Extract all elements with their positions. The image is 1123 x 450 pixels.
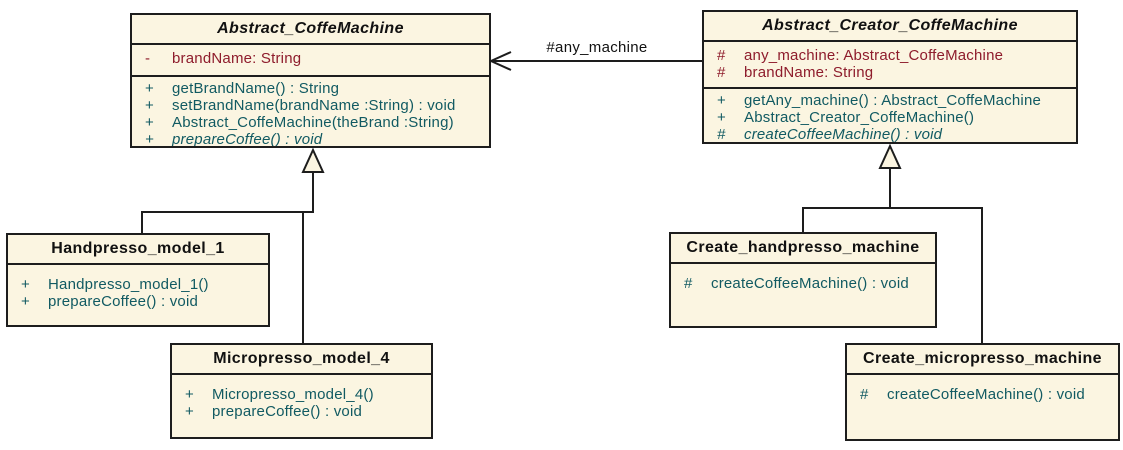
visibility-symbol: # [717, 47, 726, 64]
visibility-symbol: + [185, 403, 194, 420]
operations-compartment: + Handpresso_model_1() + prepareCoffee()… [8, 265, 268, 325]
operation-text: createCoffeeMachine() : void [744, 126, 943, 142]
visibility-symbol: + [21, 293, 30, 310]
operation-text: prepareCoffee() : void [172, 131, 323, 146]
operation-text: Micropresso_model_4() [212, 386, 374, 403]
association-arrowhead-icon [488, 51, 512, 71]
operation-text: Abstract_Creator_CoffeMachine() [744, 109, 975, 126]
generalization-create-micropresso-line[interactable] [890, 207, 983, 343]
visibility-symbol: + [145, 80, 154, 97]
operation-row: + prepareCoffee() : void [132, 131, 489, 146]
inheritance-triangle-abstract-creator-icon [878, 143, 902, 169]
attribute-row: - brandName: String [132, 50, 489, 67]
attribute-text: brandName: String [744, 64, 874, 81]
visibility-symbol: + [21, 276, 30, 293]
class-create-micropresso-machine[interactable]: Create_micropresso_machine # createCoffe… [845, 343, 1120, 441]
operation-row: # createCoffeeMachine() : void [847, 386, 1118, 403]
class-create-handpresso-machine[interactable]: Create_handpresso_machine # createCoffee… [669, 232, 937, 328]
attribute-text: any_machine: Abstract_CoffeMachine [744, 47, 1004, 64]
operation-row: + Abstract_Creator_CoffeMachine() [704, 109, 1076, 126]
operation-text: prepareCoffee() : void [212, 403, 363, 420]
visibility-symbol: + [145, 97, 154, 114]
visibility-symbol: # [684, 275, 693, 292]
operation-row: + getAny_machine() : Abstract_CoffeMachi… [704, 92, 1076, 109]
association-label[interactable]: #any_machine [546, 39, 648, 56]
class-title: Handpresso_model_1 [8, 235, 268, 265]
class-title: Micropresso_model_4 [172, 345, 431, 375]
attribute-row: # any_machine: Abstract_CoffeMachine [704, 47, 1076, 64]
visibility-symbol: + [185, 386, 194, 403]
operation-text: prepareCoffee() : void [48, 293, 199, 310]
operation-row: # createCoffeeMachine() : void [704, 126, 1076, 142]
generalization-handpresso-line[interactable] [141, 172, 314, 233]
visibility-symbol: # [860, 386, 869, 403]
generalization-create-handpresso-line[interactable] [802, 168, 891, 232]
class-abstract-coffemachine[interactable]: Abstract_CoffeMachine - brandName: Strin… [130, 13, 491, 148]
operation-text: Abstract_CoffeMachine(theBrand :String) [172, 114, 454, 131]
operations-compartment: + Micropresso_model_4() + prepareCoffee(… [172, 375, 431, 437]
operation-text: Handpresso_model_1() [48, 276, 209, 293]
class-abstract-creator-coffemachine[interactable]: Abstract_Creator_CoffeMachine # any_mach… [702, 10, 1078, 144]
class-title: Create_micropresso_machine [847, 345, 1118, 375]
operation-row: + Abstract_CoffeMachine(theBrand :String… [132, 114, 489, 131]
operations-compartment: + getAny_machine() : Abstract_CoffeMachi… [704, 89, 1076, 142]
visibility-symbol: - [145, 50, 151, 67]
operation-row: + prepareCoffee() : void [8, 293, 268, 310]
operation-row: + Micropresso_model_4() [172, 386, 431, 403]
operation-text: getAny_machine() : Abstract_CoffeMachine [744, 92, 1042, 109]
operations-compartment: + getBrandName() : String + setBrandName… [132, 77, 489, 146]
operations-compartment: # createCoffeeMachine() : void [671, 264, 935, 326]
operation-text: setBrandName(brandName :String) : void [172, 97, 456, 114]
operation-row: + getBrandName() : String [132, 80, 489, 97]
attributes-compartment: # any_machine: Abstract_CoffeMachine # b… [704, 42, 1076, 89]
class-handpresso-model-1[interactable]: Handpresso_model_1 + Handpresso_model_1(… [6, 233, 270, 327]
inheritance-triangle-abstract-coffemachine-icon [301, 147, 325, 173]
visibility-symbol: + [717, 109, 726, 126]
operations-compartment: # createCoffeeMachine() : void [847, 375, 1118, 439]
visibility-symbol: + [717, 92, 726, 109]
operation-row: + Handpresso_model_1() [8, 276, 268, 293]
operation-text: createCoffeeMachine() : void [711, 275, 909, 292]
visibility-symbol: + [145, 131, 154, 146]
operation-row: + prepareCoffee() : void [172, 403, 431, 420]
visibility-symbol: # [717, 126, 726, 142]
operation-text: getBrandName() : String [172, 80, 340, 97]
class-title: Abstract_CoffeMachine [132, 15, 489, 45]
attribute-row: # brandName: String [704, 64, 1076, 81]
class-micropresso-model-4[interactable]: Micropresso_model_4 + Micropresso_model_… [170, 343, 433, 439]
operation-text: createCoffeeMachine() : void [887, 386, 1085, 403]
operation-row: # createCoffeeMachine() : void [671, 275, 935, 292]
attribute-text: brandName: String [172, 50, 302, 67]
visibility-symbol: + [145, 114, 154, 131]
attributes-compartment: - brandName: String [132, 45, 489, 77]
class-title: Create_handpresso_machine [671, 234, 935, 264]
operation-row: + setBrandName(brandName :String) : void [132, 97, 489, 114]
class-title: Abstract_Creator_CoffeMachine [704, 12, 1076, 42]
visibility-symbol: # [717, 64, 726, 81]
